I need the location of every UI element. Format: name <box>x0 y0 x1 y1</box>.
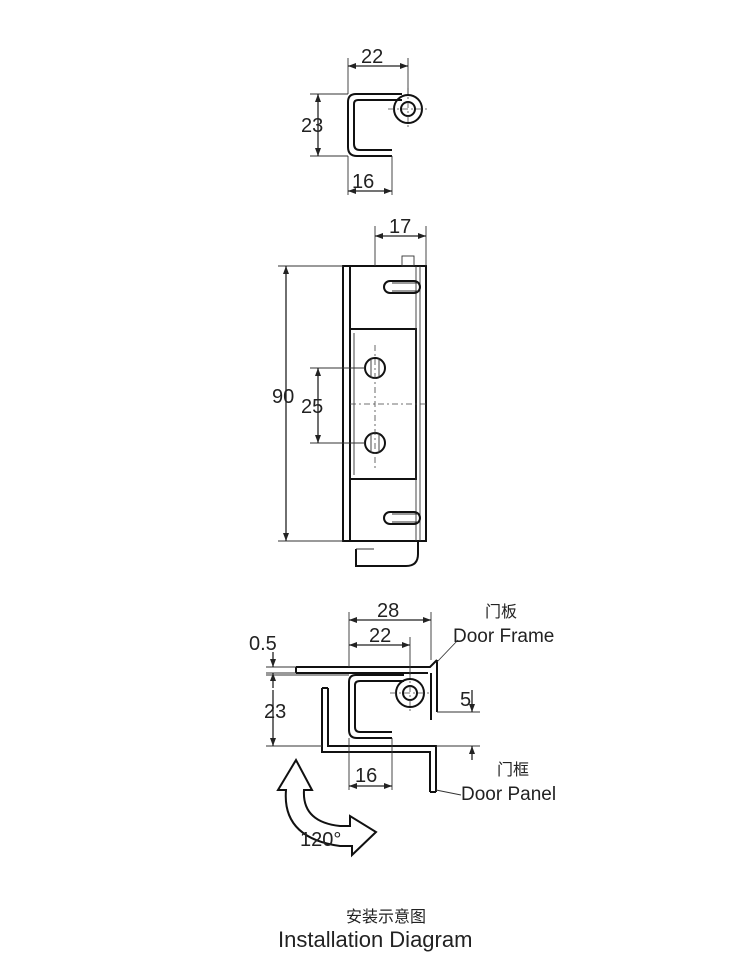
install-inner-width-label: 22 <box>369 625 391 647</box>
door-frame-en: Door Frame <box>453 626 554 647</box>
install-gap-label: 0.5 <box>249 633 277 655</box>
top-view: 22 23 16 <box>301 46 428 195</box>
door-panel-cn: 门框 <box>497 760 529 779</box>
top-bottom-label: 16 <box>352 171 374 193</box>
caption-en: Installation Diagram <box>278 927 472 952</box>
install-bottom-label: 16 <box>355 765 377 787</box>
top-height-label: 23 <box>301 115 323 137</box>
door-panel-en: Door Panel <box>461 784 556 805</box>
rotation-arrow-icon <box>276 757 378 858</box>
front-view: 17 90 25 <box>272 216 427 567</box>
front-height-label: 90 <box>272 386 294 408</box>
top-width-label: 22 <box>361 46 383 68</box>
install-height-label: 23 <box>264 701 286 723</box>
install-outer-width-label: 28 <box>377 600 399 622</box>
hole-spacing-label: 25 <box>301 396 323 418</box>
install-offset-label: 5 <box>460 689 471 711</box>
rotation-angle-label: 120° <box>300 829 341 851</box>
door-frame-cn: 门板 <box>485 602 517 621</box>
installation-view: 28 22 0.5 23 16 5 <box>249 600 556 858</box>
front-top-width-label: 17 <box>389 216 411 238</box>
caption-cn: 安装示意图 <box>346 907 426 926</box>
